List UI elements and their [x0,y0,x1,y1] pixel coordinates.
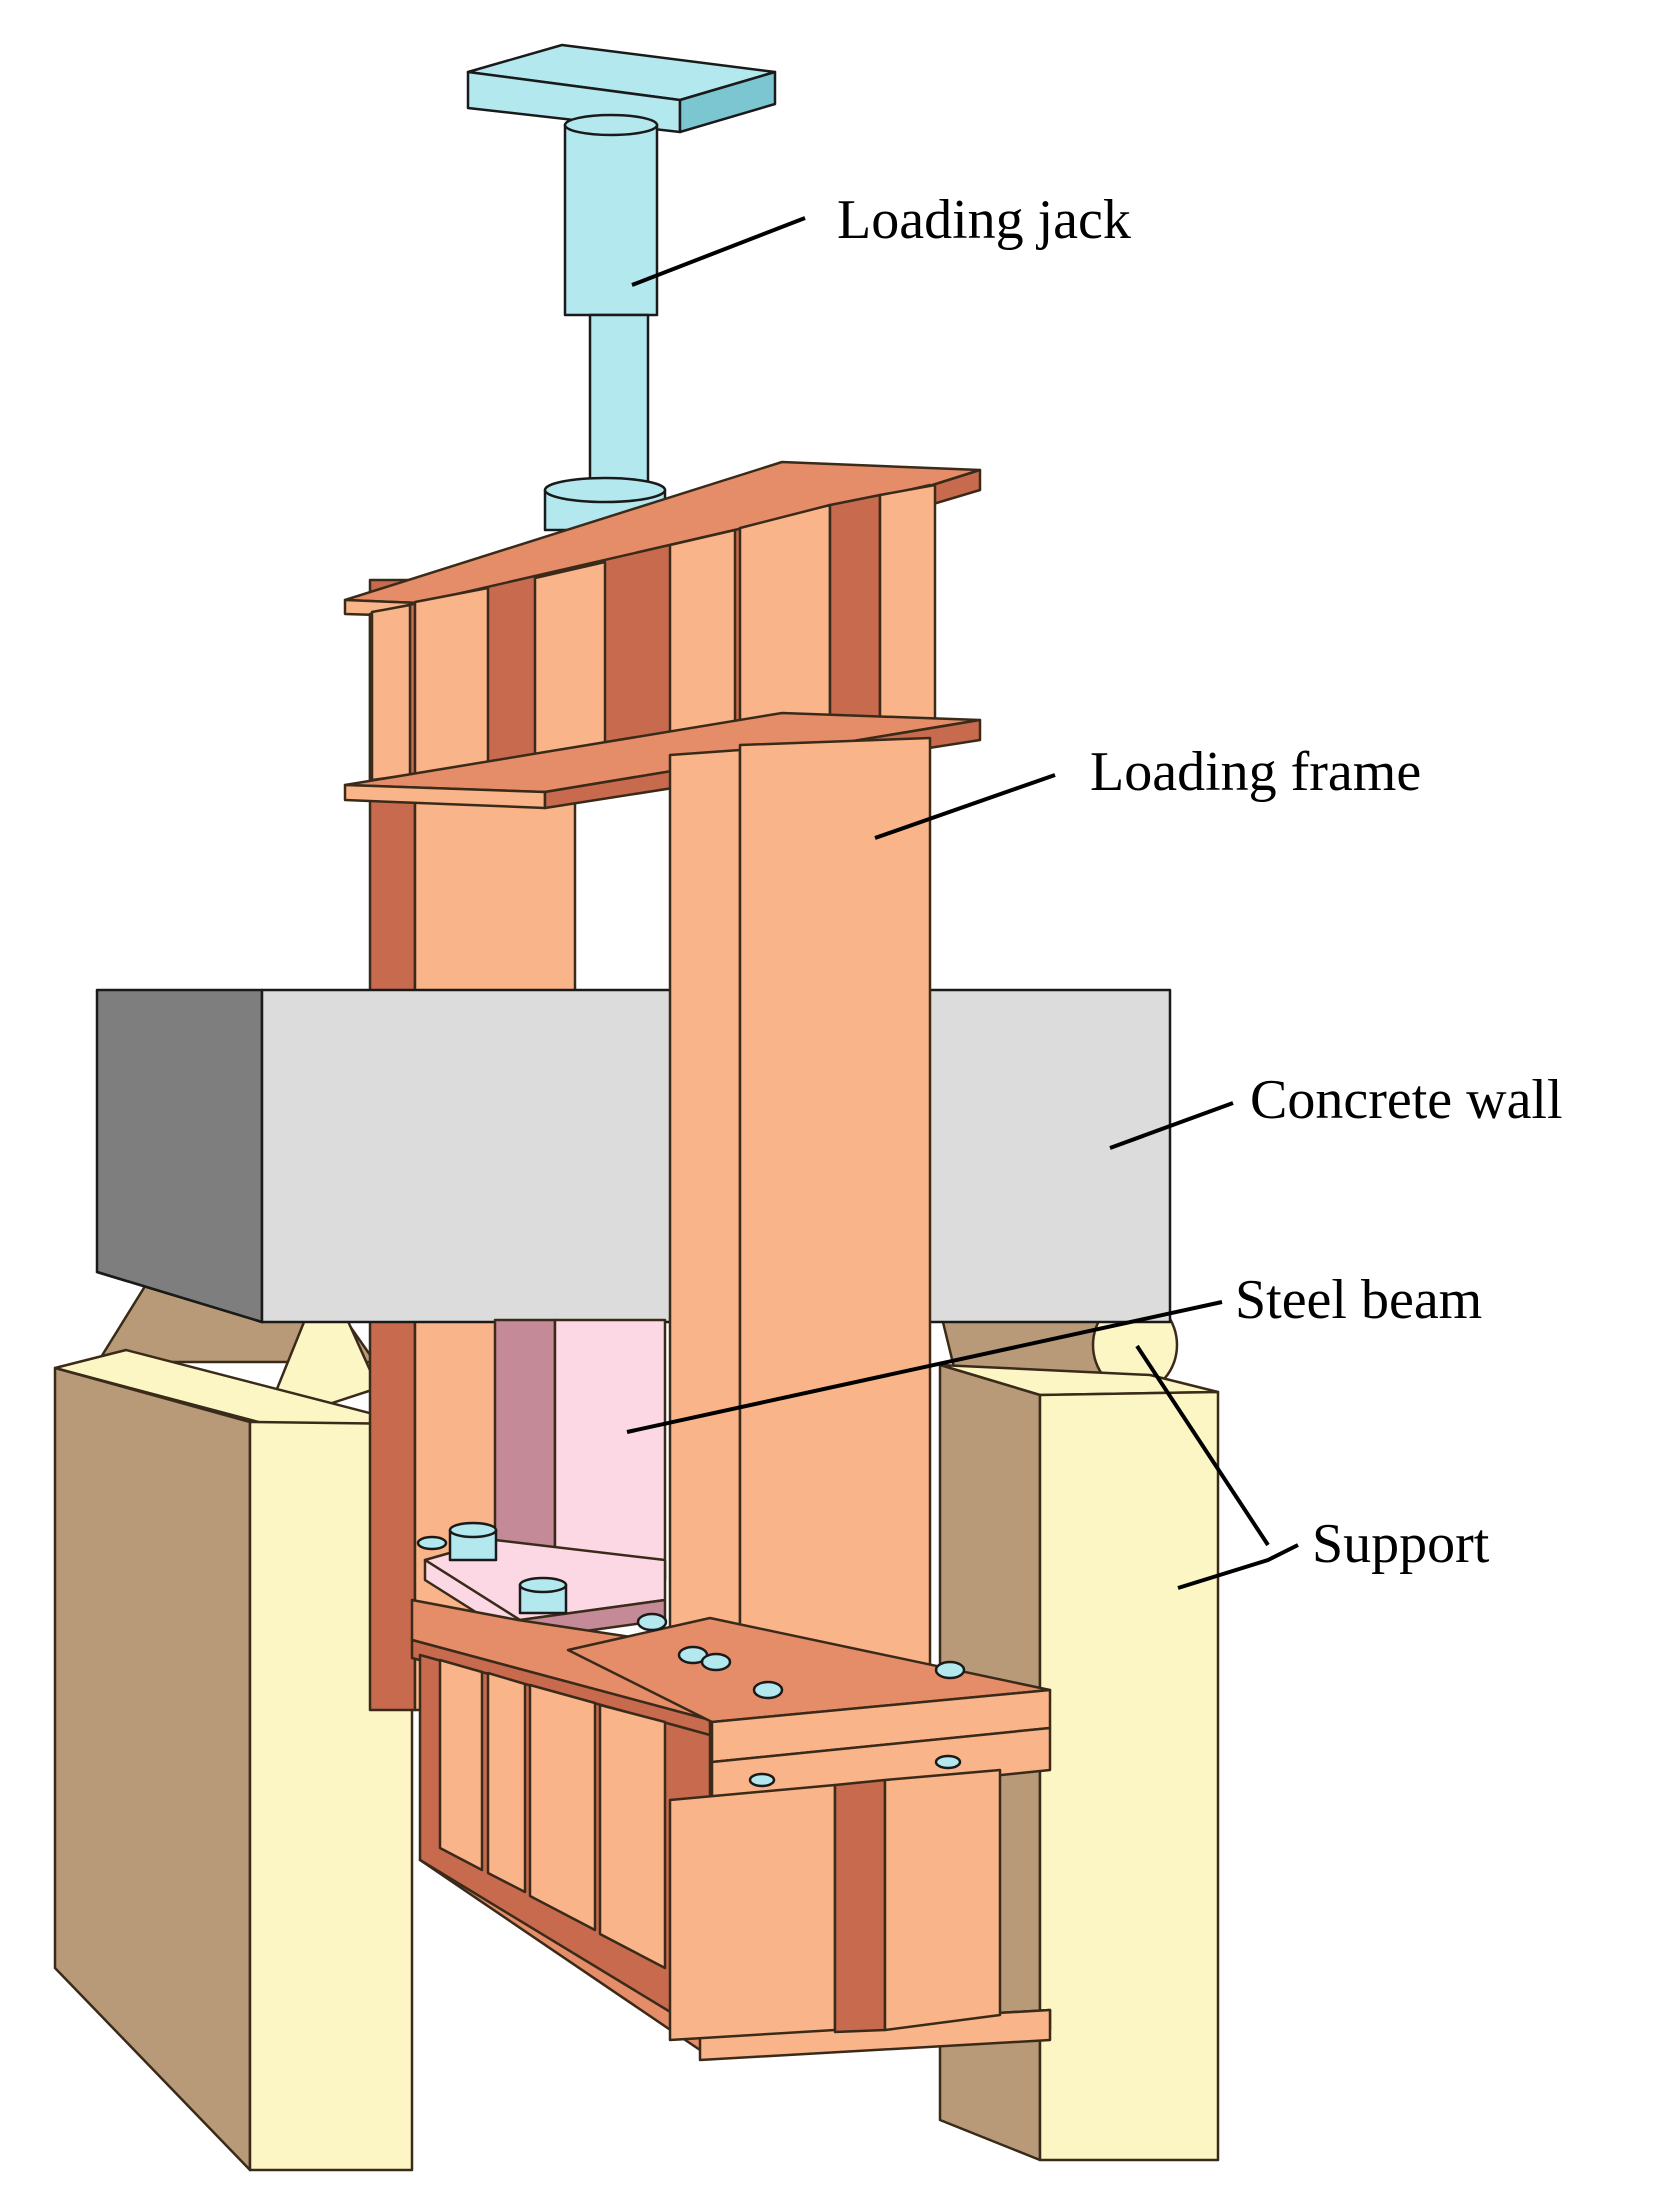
leader-support [1177,1543,1299,1590]
loading-jack [466,43,777,532]
jack-top-plate-side [678,70,777,134]
base-lower-column-right [883,1768,1002,2032]
left-support [53,1260,414,2172]
front-column-flange [668,748,742,1692]
top-beam-stiffener-3 [533,560,607,767]
leader-loading-frame [874,773,1056,840]
labels: Loading jack Loading frame Concrete wall… [837,189,1563,1575]
top-beam-stiffener-7 [878,483,937,744]
label-steel-beam: Steel beam [1235,1269,1482,1331]
leader-steel-beam [626,1300,1223,1434]
right-block-front [1038,1390,1220,2162]
frame-top-beam [343,460,982,810]
front-base-plate [566,1612,1052,2042]
steel-beam-specimen [416,1318,667,1642]
jack-cylinder-top [563,113,659,137]
left-block-side [53,1366,252,2172]
concrete-wall-side [95,988,264,1324]
top-beam-stiffener-2 [413,586,490,777]
top-beam-stiffener-1 [370,603,412,782]
frame-front-column [668,736,932,1692]
label-support: Support [1312,1513,1490,1575]
leader-concrete-wall [1109,1101,1234,1150]
bottom-beam-stiffener-1 [438,1658,484,1872]
leader-lines [626,216,1299,1590]
bottom-beam-stiffener-2 [486,1671,527,1894]
jack-piston [588,313,650,497]
base-plate-lower [710,1726,1052,1807]
jack-cylinder [563,123,659,317]
bottom-beam-stiffener-4 [598,1703,667,1970]
concrete-wall [95,988,1172,1324]
top-beam-stiffener-6 [828,493,882,747]
leader-loading-jack [631,216,806,287]
front-column-web [738,736,932,1687]
concrete-wall-bottom [95,1270,264,1324]
leader-support-roller [1135,1344,1270,1547]
label-loading-jack: Loading jack [837,189,1131,251]
end-plate-bolts [416,1521,568,1615]
label-loading-frame: Loading frame [1090,741,1421,803]
bottom-beam-stiffener-3 [528,1683,597,1932]
jack-base-top [543,476,667,504]
base-lower-column-web [833,1778,887,2034]
base-lower-column-face [668,1783,837,2042]
base-plate-bolts [636,1612,966,1788]
label-concrete-wall: Concrete wall [1250,1069,1563,1131]
